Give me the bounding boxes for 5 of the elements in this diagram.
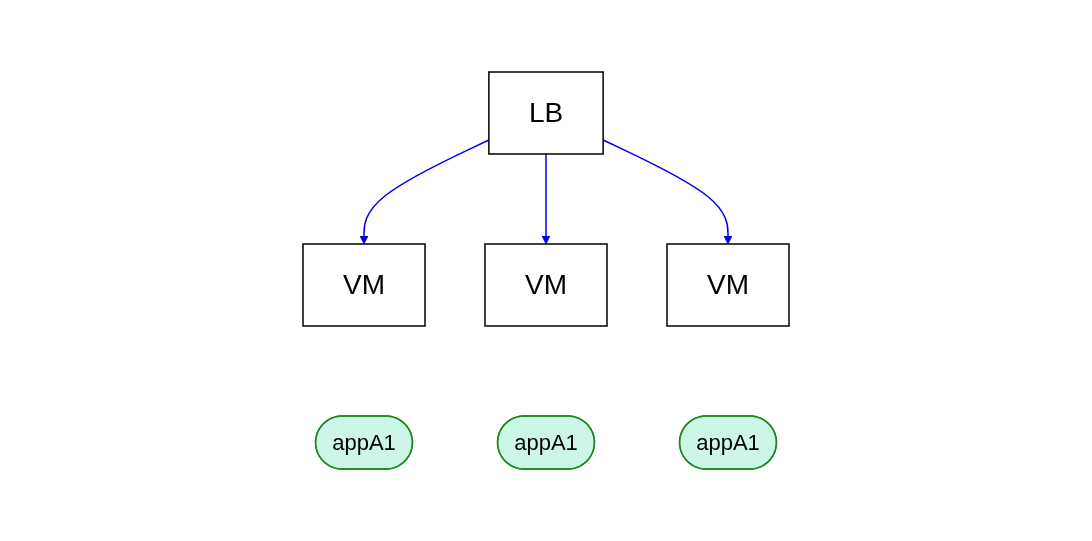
node-box: VM [666,243,790,327]
arrow [541,153,551,245]
node-box: VM [302,243,426,327]
node-box: VM [484,243,608,327]
node-box: LB [488,71,604,155]
